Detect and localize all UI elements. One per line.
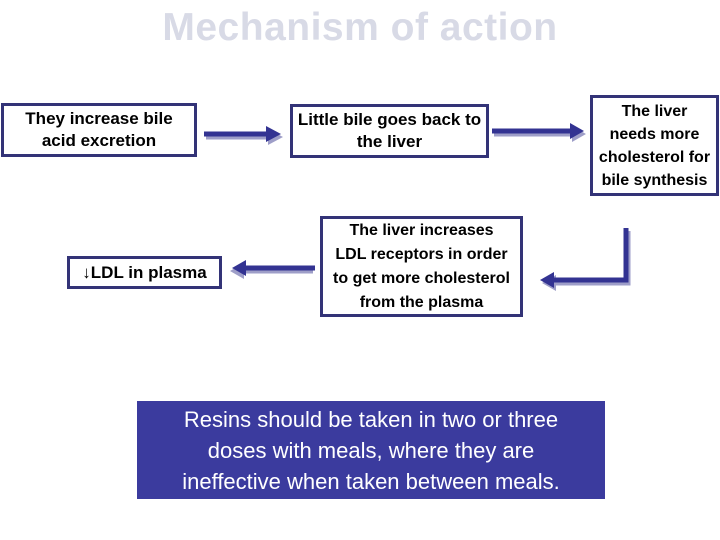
- flow-box-liver-needs-text: The liver needs more cholesterol for bil…: [598, 102, 711, 189]
- flow-box-little-bile-text: Little bile goes back to the liver: [297, 110, 482, 151]
- flow-box-ldl-receptors-text: The liver increases LDL receptors in ord…: [333, 221, 510, 311]
- elbow-arrow-icon: [540, 228, 631, 291]
- flow-box-little-bile: Little bile goes back to the liver: [290, 104, 489, 158]
- flow-box-ldl-plasma-text: ↓LDL in plasma: [82, 262, 207, 282]
- arrow-left-icon: [230, 260, 315, 279]
- flow-box-ldl-plasma: ↓LDL in plasma: [67, 256, 222, 289]
- arrow-right-icon: [492, 123, 586, 142]
- flow-box-increase-bile: They increase bile acid excretion: [1, 103, 197, 157]
- flow-box-increase-bile-text: They increase bile acid excretion: [25, 109, 173, 150]
- flow-box-liver-needs: The liver needs more cholesterol for bil…: [590, 95, 719, 196]
- note-box: Resins should be taken in two or three d…: [137, 401, 605, 499]
- note-text: Resins should be taken in two or three d…: [182, 406, 560, 494]
- slide-title: Mechanism of action: [162, 6, 558, 49]
- arrow-right-icon: [204, 126, 283, 145]
- flow-box-ldl-receptors: The liver increases LDL receptors in ord…: [320, 216, 523, 317]
